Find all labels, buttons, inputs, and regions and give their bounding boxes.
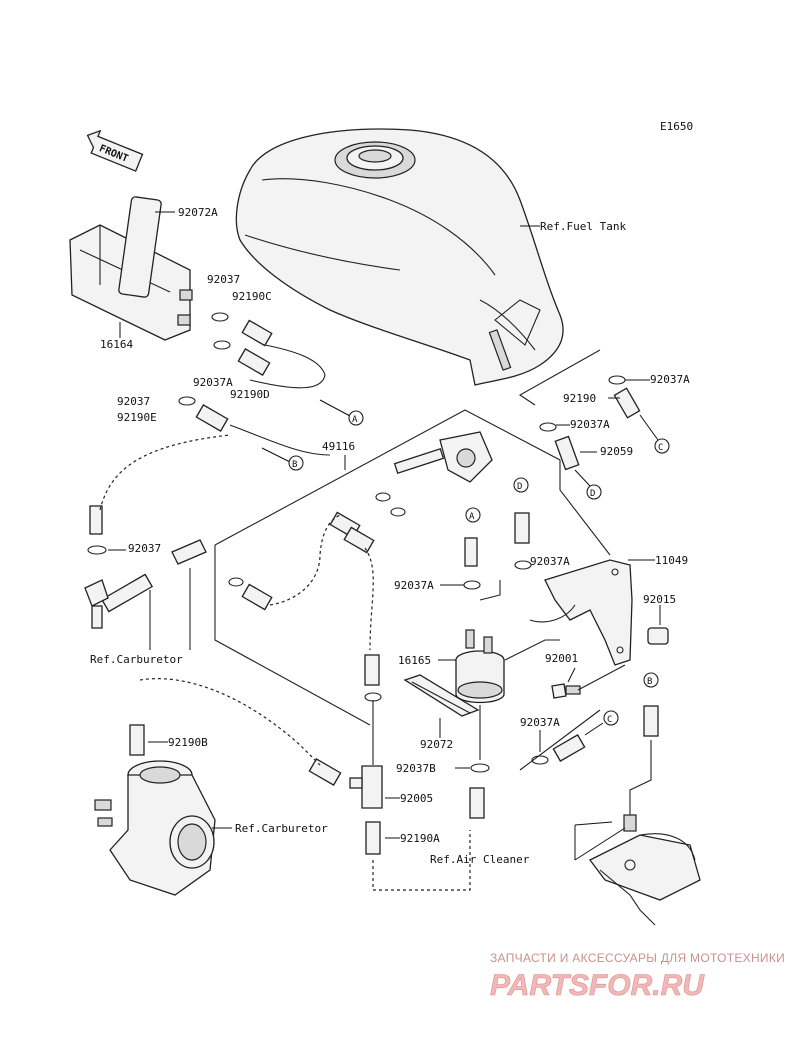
diagram-code: E1650 [660,120,693,133]
part-92190C: 92190C [232,290,272,303]
marker-C-2: C [607,715,612,725]
marker-B-1: B [292,460,297,470]
marker-D-2: D [517,482,522,492]
marker-A-2: A [469,512,475,522]
ref-fuel-tank: Ref.Fuel Tank [540,220,626,233]
part-49116: 49116 [322,440,355,453]
air-cleaner-fitting [589,814,701,926]
ref-carburetor-bottom: Ref.Carburetor [235,822,328,835]
part-92037A-d: 92037A [394,579,434,592]
part-92015: 92015 [643,593,676,606]
part-92072A: 92072A [178,206,218,219]
part-92037B: 92037B [396,762,436,775]
part-92190: 92190 [563,392,596,405]
part-92037A-e: 92037A [530,555,570,568]
canister-16164 [69,196,193,341]
part-92037-c: 92037 [128,542,161,555]
marker-B-2: B [647,677,652,687]
watermark-tagline: ЗАПЧАСТИ И АКСЕССУАРЫ ДЛЯ МОТОТЕХНИКИ [490,951,785,965]
part-92037-a: 92037 [207,273,240,286]
part-92037A-f: 92037A [520,716,560,729]
clamp-group-upper [178,312,231,406]
part-92190A: 92190A [400,832,440,845]
part-92190E: 92190E [117,411,157,424]
ref-air-cleaner: Ref.Air Cleaner [430,853,530,866]
bracket-11049 [529,559,633,666]
part-92190D: 92190D [230,388,270,401]
marker-C-1: C [658,443,663,453]
carburetor [94,760,216,896]
part-16165: 16165 [398,654,431,667]
ref-carburetor-top: Ref.Carburetor [90,653,183,666]
part-92005: 92005 [400,792,433,805]
part-92190B: 92190B [168,736,208,749]
watermark-logo: PARTSFOR.RU [490,969,705,1002]
fuel-pump-16165 [455,629,505,704]
part-92037-b: 92037 [117,395,150,408]
fuel-tank [235,128,564,386]
marker-D-1: D [590,489,595,499]
fuel-cock [393,431,493,483]
part-16164: 16164 [100,338,133,351]
part-92037A-a: 92037A [193,376,233,389]
front-arrow: FRONT [86,129,144,172]
part-92037A-b: 92037A [650,373,690,386]
marker-A-1: A [352,415,358,425]
part-92072: 92072 [420,738,453,751]
part-11049: 11049 [655,554,688,567]
part-92037A-c: 92037A [570,418,610,431]
part-92059: 92059 [600,445,633,458]
part-92001: 92001 [545,652,578,665]
